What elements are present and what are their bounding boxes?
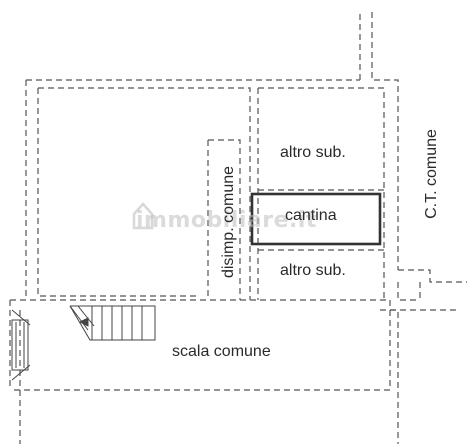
outer-boundary [25,12,399,300]
house-logo-icon [132,202,154,230]
ct-comune-label: C.T. comune [423,129,440,219]
staircase [69,305,156,341]
watermark: immobiliare.it [136,208,317,233]
corridor-outline [207,139,241,300]
main-room-outline [37,87,251,300]
altro-sub-bottom-label: altro sub. [280,262,346,279]
disimp-comune-label: disimp. comune [220,165,237,279]
stair-hall-outline [9,299,399,444]
scala-comune-label: scala comune [172,343,271,360]
cantina-label: cantina [285,207,337,224]
left-wall-detail [11,309,31,381]
altro-sub-top-label: altro sub. [280,144,346,161]
cantina-room [250,192,382,246]
ct-area-outline [397,269,467,301]
